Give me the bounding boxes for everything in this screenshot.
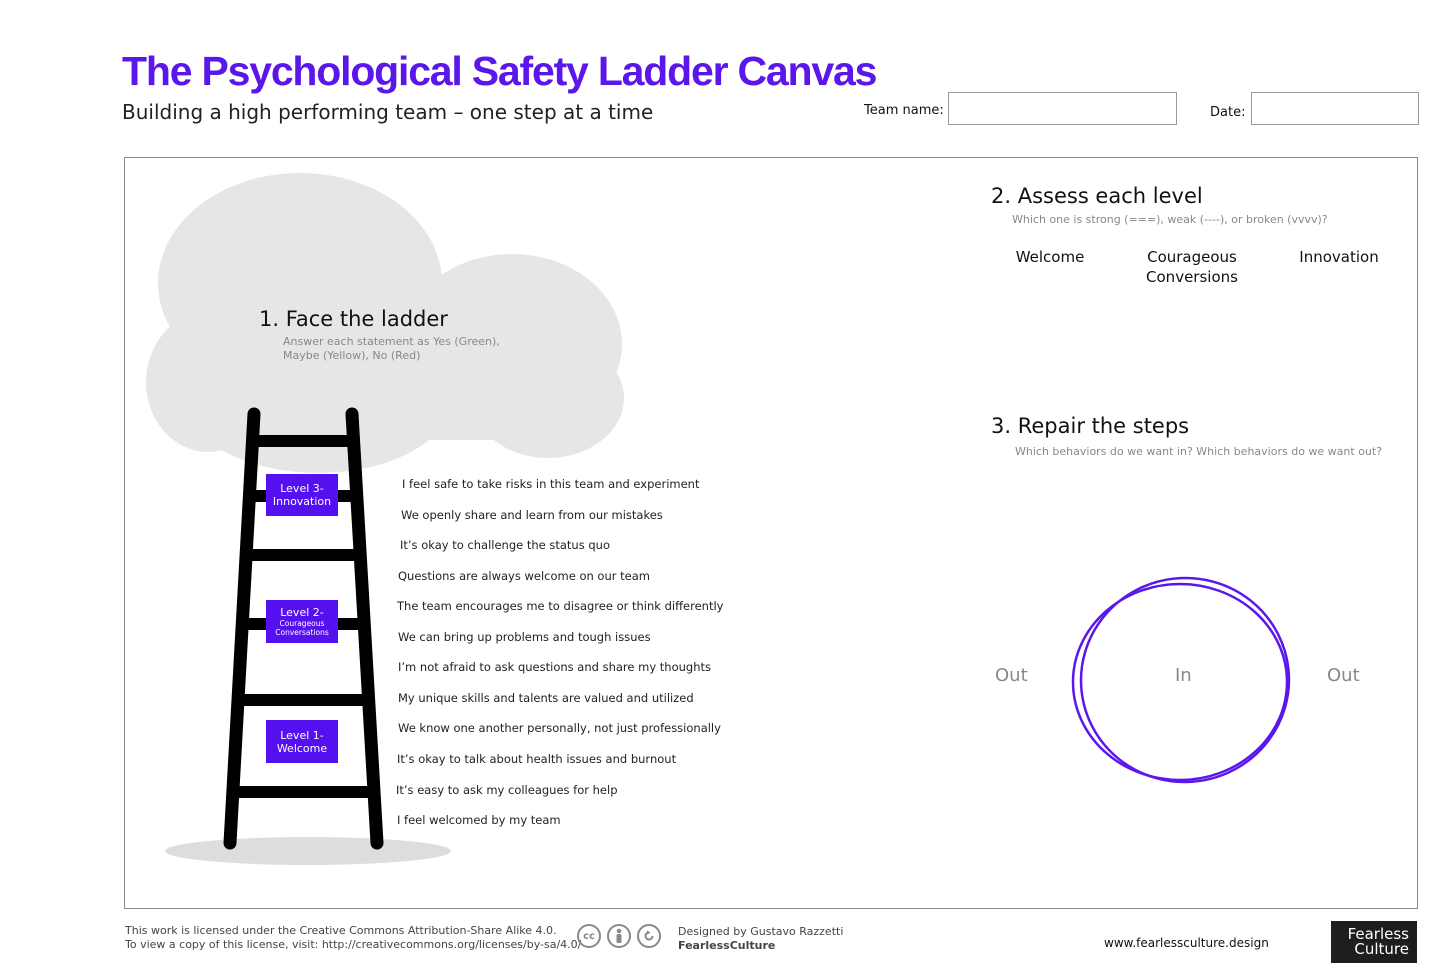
in-label: In xyxy=(1175,665,1192,686)
statement-item: We can bring up problems and tough issue… xyxy=(398,630,651,644)
logo-line-2: Culture xyxy=(1354,940,1409,958)
statement-item: My unique skills and talents are valued … xyxy=(398,691,694,705)
assess-column-welcome: Welcome xyxy=(1015,248,1085,266)
canvas-frame xyxy=(124,157,1418,909)
section3-title: 3. Repair the steps xyxy=(991,414,1190,438)
out-left-label: Out xyxy=(995,665,1028,686)
level-1-name: Welcome xyxy=(276,741,328,755)
statement-item: The team encourages me to disagree or th… xyxy=(397,599,724,613)
section1-instruction: Answer each statement as Yes (Green), Ma… xyxy=(283,335,500,362)
page-title: The Psychological Safety Ladder Canvas xyxy=(122,48,877,94)
statement-item: We openly share and learn from our mista… xyxy=(401,508,663,522)
level-1-title: Level 1- xyxy=(280,728,324,742)
website-link[interactable]: www.fearlessculture.design xyxy=(1104,936,1269,950)
statement-item: I feel safe to take risks in this team a… xyxy=(402,477,700,491)
license-line-1: This work is licensed under the Creative… xyxy=(125,924,557,937)
by-icon xyxy=(607,924,631,948)
designer-credit: Designed by Gustavo Razzetti xyxy=(678,925,844,938)
section2-instruction: Which one is strong (===), weak (----), … xyxy=(1012,213,1328,226)
statement-item: It’s easy to ask my colleagues for help xyxy=(396,783,618,797)
date-label: Date: xyxy=(1210,105,1246,120)
section2-title: 2. Assess each level xyxy=(991,184,1203,208)
license-line-2: To view a copy of this license, visit: h… xyxy=(125,938,582,951)
statement-item: I feel welcomed by my team xyxy=(397,813,561,827)
person-icon xyxy=(616,928,622,943)
cloud-body xyxy=(210,300,570,440)
level-2-title: Level 2- xyxy=(280,606,324,619)
section1-title: 1. Face the ladder xyxy=(259,307,448,331)
level-3-name: Innovation xyxy=(272,495,332,508)
level-2-name: Courageous Conversations xyxy=(275,619,329,637)
statement-item: I’m not afraid to ask questions and shar… xyxy=(398,660,711,674)
team-name-label: Team name: xyxy=(864,103,944,118)
team-name-field[interactable] xyxy=(948,92,1177,125)
level-3-box: Level 3- Innovation xyxy=(266,474,338,516)
level-3-title: Level 3- xyxy=(280,482,324,495)
cc-license-icons: cc xyxy=(577,924,661,948)
share-alike-icon xyxy=(644,930,654,941)
statement-item: It’s okay to challenge the status quo xyxy=(400,538,610,552)
page-subtitle: Building a high performing team – one st… xyxy=(122,100,654,124)
cloud-shape xyxy=(146,173,624,473)
fearless-culture-logo: Fearless Culture xyxy=(1331,921,1417,963)
date-field[interactable] xyxy=(1251,92,1419,125)
level-1-box: Level 1- Welcome xyxy=(266,720,338,763)
out-right-label: Out xyxy=(1327,665,1360,686)
statement-item: We know one another personally, not just… xyxy=(398,721,721,735)
section3-instruction: Which behaviors do we want in? Which beh… xyxy=(1015,445,1383,458)
level-2-box: Level 2- Courageous Conversations xyxy=(266,600,338,643)
statement-item: Questions are always welcome on our team xyxy=(398,569,650,583)
cc-icon: cc xyxy=(577,924,601,948)
logo-line-1: Fearless xyxy=(1347,925,1409,943)
sa-icon xyxy=(637,924,661,948)
brand-name: FearlessCulture xyxy=(678,939,776,952)
statement-item: It’s okay to talk about health issues an… xyxy=(397,752,677,766)
in-out-circle xyxy=(1071,576,1291,784)
ladder-shadow xyxy=(165,837,451,865)
assess-column-innovation: Innovation xyxy=(1299,248,1379,266)
